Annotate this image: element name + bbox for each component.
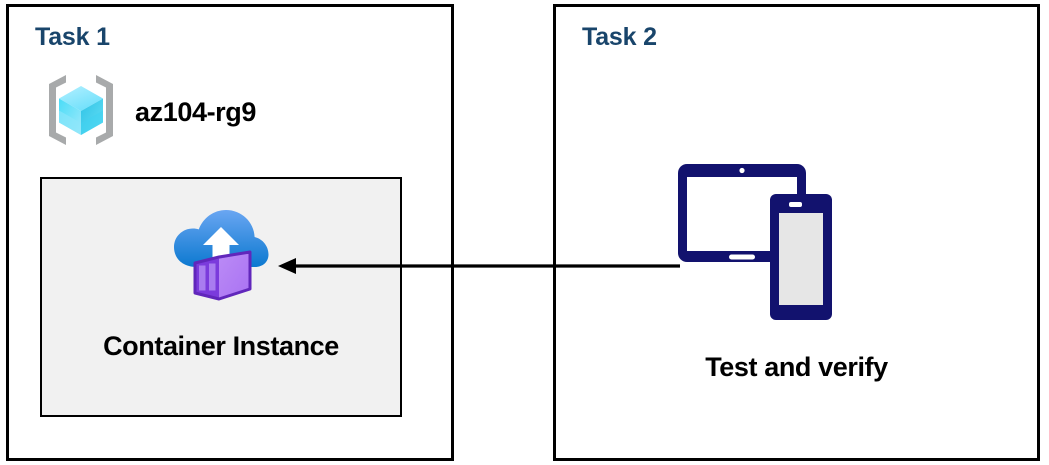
task-2-title: Task 2 [582, 23, 657, 51]
container-instance-label: Container Instance [103, 331, 339, 361]
azure-resource-group-icon [39, 68, 123, 157]
container-instance-box: Container Instance [40, 177, 402, 417]
task2-to-task1-arrow [270, 252, 682, 280]
resource-group-name: az104-rg9 [135, 97, 256, 127]
azure-container-instance-icon [171, 201, 271, 310]
task-1-panel: Task 1 [6, 4, 454, 461]
tablet-and-phone-devices-icon [676, 160, 856, 340]
resource-group-row: az104-rg9 [39, 68, 256, 157]
task-1-title: Task 1 [35, 23, 110, 51]
test-and-verify-label: Test and verify [705, 352, 888, 382]
